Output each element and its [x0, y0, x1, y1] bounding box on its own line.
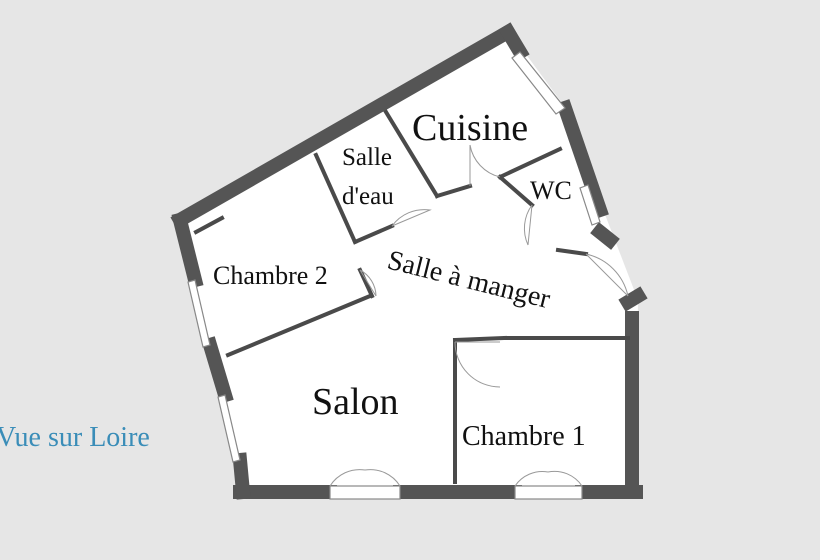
exterior-walls [170, 22, 648, 500]
door-cuisine [469, 144, 501, 186]
room-label-chambre1: Chambre 1 [462, 421, 586, 452]
windows [187, 51, 601, 500]
door-swings [329, 144, 629, 487]
door-chambre1-window [514, 470, 583, 487]
window-salon [217, 394, 241, 463]
floor-area [180, 30, 638, 492]
window-chambre2 [187, 279, 211, 348]
room-label-wc: WC [530, 176, 572, 205]
room-label-chambre2: Chambre 2 [213, 261, 328, 290]
room-label-salle-eau-line2: d'eau [342, 183, 394, 210]
view-label: Vue sur Loire [0, 422, 150, 453]
room-label-salle-eau-line1: Salle [342, 144, 392, 171]
door-salon-window [329, 469, 401, 487]
room-label-salon: Salon [312, 381, 399, 423]
door-entry [585, 253, 629, 297]
interior-walls [193, 109, 630, 484]
door-salle-eau [391, 209, 432, 227]
door-wc [523, 204, 533, 246]
door-chambre1 [454, 341, 501, 388]
door-chambre2 [359, 269, 377, 297]
room-label-cuisine: Cuisine [412, 107, 528, 149]
window-salon-bottom [329, 485, 401, 500]
window-cuisine [511, 51, 566, 115]
window-wc [579, 184, 601, 226]
window-chambre1-bottom [514, 485, 583, 500]
